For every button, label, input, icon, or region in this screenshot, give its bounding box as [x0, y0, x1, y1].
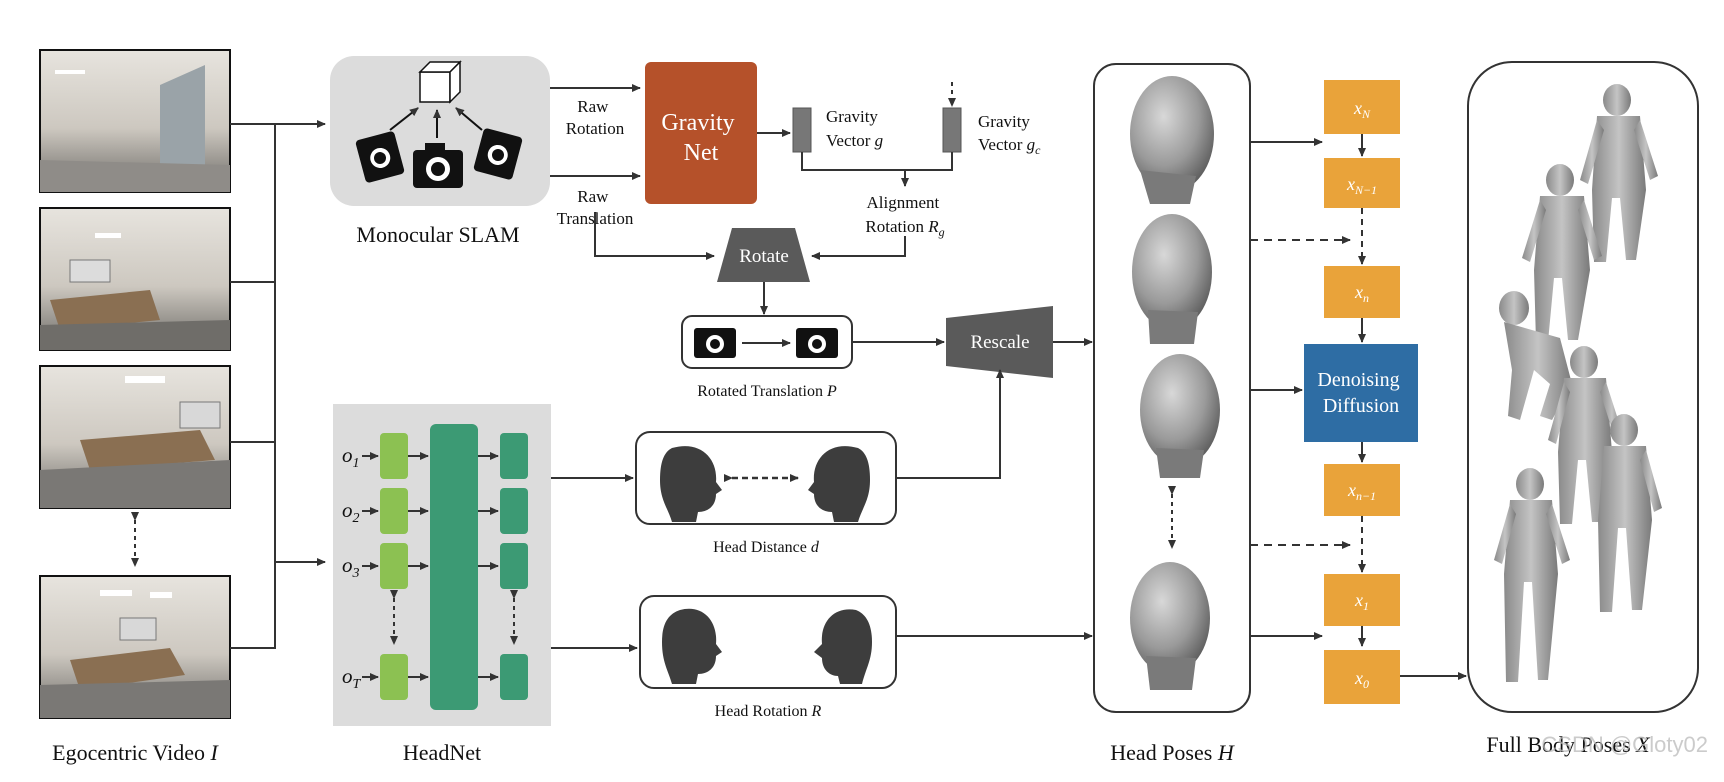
gravity-vector-g-label: Gravity Vector g [826, 107, 883, 150]
diffusion-step-label: x0 [1354, 668, 1369, 691]
diffusion-step-label: xn [1354, 282, 1369, 305]
video-frames [39, 49, 231, 719]
diffusion-step-label: xN [1353, 98, 1371, 121]
frame-connectors [230, 120, 326, 649]
alignment-connector [801, 152, 953, 260]
diffusion-step-x0 [1324, 650, 1400, 704]
diffusion-step-label: x1 [1354, 590, 1369, 613]
rescale-label: Rescale [970, 332, 1029, 353]
head-poses-caption: Head Poses H [1110, 740, 1235, 765]
diffusion-step-label: xn−1 [1347, 480, 1376, 503]
denoising-diffusion-block [1304, 344, 1418, 442]
denoising-diffusion-label: Denoising Diffusion [1317, 369, 1404, 417]
rotate-label: Rotate [739, 246, 789, 267]
body-mesh-icon [1598, 414, 1662, 612]
diffusion-arrows [1250, 134, 1467, 680]
diffusion-step-xn-1 [1324, 464, 1400, 516]
camera-icon [355, 131, 405, 183]
body-mesh-icon [1499, 291, 1572, 420]
body-mesh-icon [1580, 84, 1658, 262]
camera-icon [473, 128, 523, 180]
alignment-rotation-label: Alignment Rotation Rg [865, 193, 944, 239]
headnet-rows [380, 433, 528, 700]
watermark: CSDN @Gloty02 [1541, 732, 1708, 757]
diffusion-step-x1 [1324, 574, 1400, 626]
diffusion-step-xn [1324, 266, 1400, 318]
camera-icon [413, 143, 463, 188]
head-silhouette-icon [814, 609, 872, 684]
rescale-block [946, 306, 1053, 378]
head-distance-label: Head Distance d [713, 539, 820, 556]
body-mesh-icon [1522, 164, 1602, 342]
camera-icon [796, 328, 838, 358]
headnet-input-T: oT [342, 664, 362, 692]
slam-panel [330, 56, 550, 206]
head-silhouette-icon [660, 446, 722, 522]
head-pose-icon [1130, 562, 1210, 690]
headnet-core [430, 424, 478, 710]
gravity-net-block [645, 62, 757, 204]
cube-icon [418, 60, 462, 104]
diffusion-step-xN [1324, 80, 1400, 134]
full-body-caption: Full Body Poses X [1486, 732, 1651, 757]
diffusion-step-xN-1 [1324, 158, 1400, 208]
headnet-input-3: o3 [342, 553, 360, 581]
video-frame-4 [39, 575, 231, 719]
raw-translation-label: Raw Translation [557, 187, 634, 228]
gravity-vector-g-block [792, 107, 812, 153]
camera-icon [694, 328, 736, 358]
slam-caption: Monocular SLAM [356, 222, 519, 247]
head-silhouette-icon [808, 446, 870, 522]
head-silhouette-icon [662, 608, 722, 684]
head-pose-icon [1140, 354, 1220, 478]
gravity-net-label: Gravity Net [661, 110, 740, 166]
headnet-input-2: o2 [342, 498, 360, 526]
diffusion-step-label: xN−1 [1346, 174, 1377, 197]
gravity-vector-gc-label: Gravity Vector gc [978, 112, 1041, 157]
headnet-caption: HeadNet [403, 740, 481, 765]
rotated-translation-label: Rotated Translation P [697, 383, 837, 400]
head-pose-icon [1130, 76, 1214, 204]
headnet-input-1: o1 [342, 443, 360, 471]
head-pose-icon [1132, 214, 1212, 344]
raw-rotation-label: Raw Rotation [566, 97, 625, 138]
video-caption: Egocentric Video I [52, 740, 219, 765]
headnet-panel: o1 o2 o3 oT [333, 404, 551, 726]
video-frame-3 [39, 365, 231, 509]
body-mesh-icon [1494, 468, 1570, 682]
gravity-vector-gc-block [942, 107, 962, 153]
head-rotation-label: Head Rotation R [715, 703, 822, 720]
video-frame-2 [39, 207, 231, 351]
video-frame-1 [39, 49, 231, 193]
slam-output-arrows [550, 84, 715, 260]
headnet-output-arrows [551, 369, 1093, 652]
rotate-block [717, 228, 810, 282]
